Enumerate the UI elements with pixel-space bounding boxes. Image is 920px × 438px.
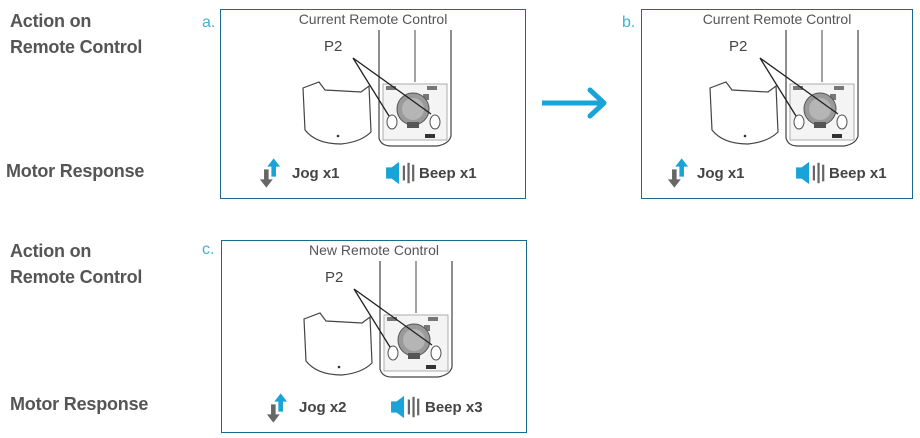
beep-response: Beep x1 [419, 165, 477, 182]
p2-label: P2 [325, 269, 344, 286]
panel-title: Current Remote Control [702, 11, 852, 27]
p2-label: P2 [324, 38, 343, 55]
arrow-right-icon [542, 87, 607, 119]
panel-b: Current Remote Control P2 Jog x1 Beep x1 [641, 9, 913, 199]
jog-response: Jog x1 [292, 165, 340, 182]
beep-icon [384, 160, 416, 186]
action-on-text: Action on [10, 241, 92, 261]
jog-response: Jog x1 [697, 165, 745, 182]
beep-response: Beep x3 [425, 399, 483, 416]
step-letter-c: c. [202, 241, 215, 258]
action-on-text: Action on [10, 11, 92, 31]
jog-response: Jog x2 [299, 399, 347, 416]
panel-title: Current Remote Control [298, 11, 448, 27]
remote-control-text: Remote Control [10, 37, 143, 57]
p2-label: P2 [729, 38, 748, 55]
action-label-bottom: Action on Remote Control [10, 238, 142, 290]
beep-icon [794, 160, 826, 186]
panel-c: New Remote Control P2 Jog x2 Beep x3 [221, 240, 527, 433]
beep-response: Beep x1 [829, 165, 887, 182]
step-letter-a: a. [202, 14, 216, 31]
jog-icon [266, 391, 288, 425]
action-label-top: Action on Remote Control [10, 8, 142, 60]
jog-icon [667, 156, 689, 190]
remote-control-text: Remote Control [10, 267, 143, 287]
panel-a: Current Remote Control P2 Jog x1 Beep x1 [220, 9, 526, 199]
beep-icon [389, 394, 421, 420]
jog-icon [259, 156, 281, 190]
motor-response-label-top: Motor Response [6, 161, 145, 181]
panel-title: New Remote Control [309, 242, 439, 258]
motor-response-label-bottom: Motor Response [10, 394, 149, 414]
step-letter-b: b. [622, 14, 636, 31]
